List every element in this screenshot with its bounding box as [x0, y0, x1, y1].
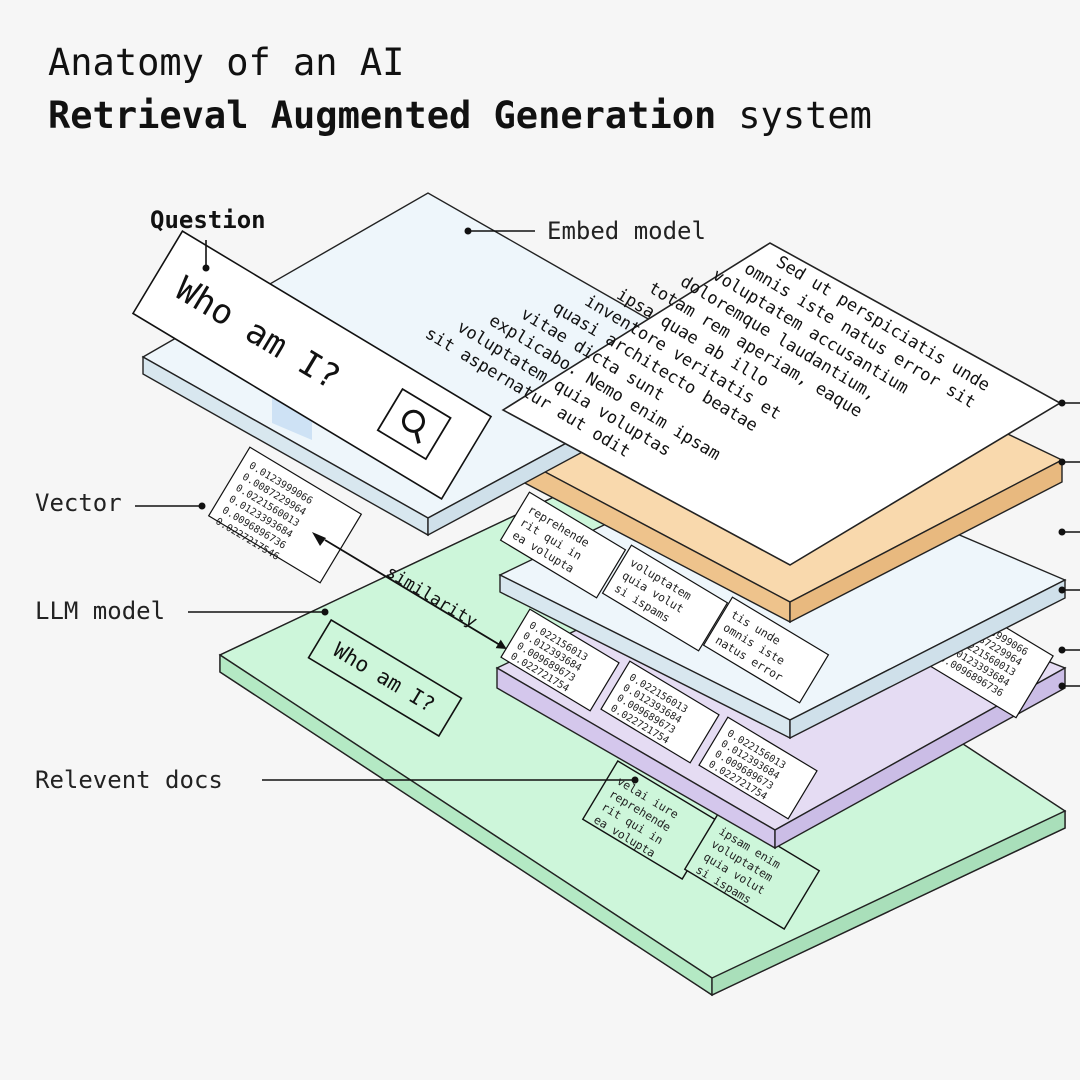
embed-model-label: Embed model: [547, 217, 706, 245]
title-line-2: Retrieval Augmented Generation system: [48, 94, 872, 137]
question-label: Question: [150, 206, 266, 234]
right-leader-lines: [1058, 399, 1080, 690]
vector-label: Vector: [35, 489, 122, 517]
relevant-docs-label: Relevent docs: [35, 766, 223, 794]
doc-chunk-b: voluptatem quia volut si ispams: [601, 544, 729, 652]
title-line-1: Anatomy of an AI: [48, 41, 404, 84]
question-callout: Question: [150, 206, 266, 272]
embed-model-callout: Embed model: [464, 217, 706, 245]
stored-vector-c: 0.022156013 0.012393684 0.009689673 0.02…: [698, 716, 818, 820]
source-document: Sed ut perspiciatis unde omnis iste natu…: [421, 242, 1062, 566]
llm-model-label: LLM model: [35, 597, 165, 625]
relevant-docs-callout: Relevent docs: [35, 766, 639, 794]
title-bold: Retrieval Augmented Generation: [48, 94, 716, 137]
llm-model-callout: LLM model: [35, 597, 329, 625]
search-icon[interactable]: [376, 387, 452, 461]
question-input-box[interactable]: Who am I?: [131, 230, 493, 500]
vector-callout: Vector: [35, 489, 206, 517]
title-rest: system: [738, 94, 872, 137]
